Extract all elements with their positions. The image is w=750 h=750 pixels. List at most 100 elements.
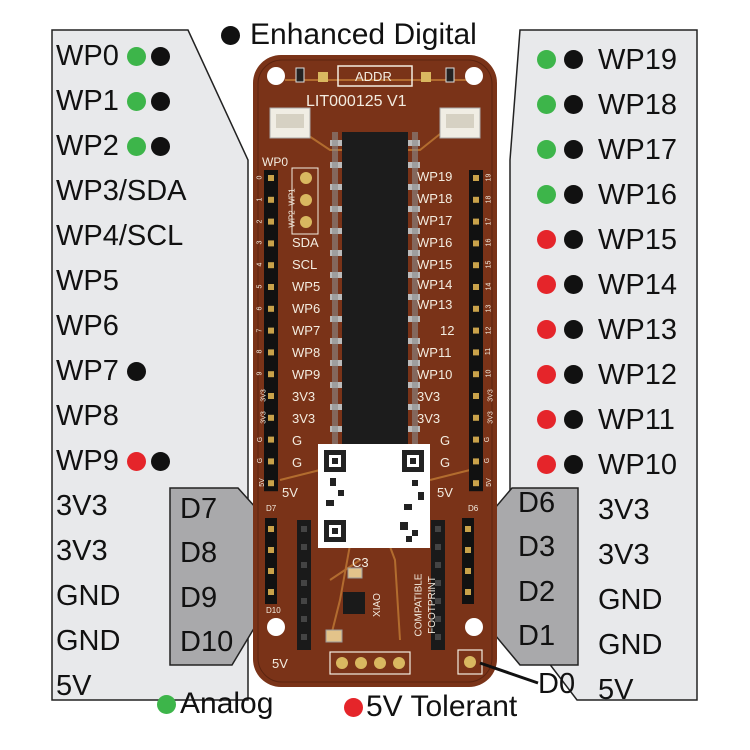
pcb-left-tick: 9 <box>256 371 264 376</box>
left-pin-label: 5V <box>56 670 92 702</box>
pcb-wp0-label: WP0 <box>262 155 289 169</box>
pcb-left-tick: 0 <box>256 175 264 180</box>
left-pin-label: GND <box>56 580 121 612</box>
digital-dot <box>564 185 583 204</box>
socket-hole <box>301 634 307 640</box>
pcb-left-pin-label: 3V3 <box>292 411 316 426</box>
d-header-left <box>265 518 277 604</box>
pcb-right-pin-label: WP16 <box>417 235 453 250</box>
pcb-wp2-label: WP2 <box>287 210 297 228</box>
socket-hole <box>301 562 307 568</box>
tolerant-dot <box>537 365 556 384</box>
title-enhanced-digital: Enhanced Digital <box>250 18 477 51</box>
pcb-left-pin-label: WP7 <box>292 323 321 338</box>
pcb-left-tick: 5V <box>258 478 266 487</box>
header-pin <box>268 349 274 356</box>
header-pin <box>268 393 274 399</box>
d-header-pin <box>465 526 471 532</box>
header-pin <box>268 218 274 225</box>
header-pin <box>473 305 479 312</box>
pcb-left-tick: 8 <box>256 349 264 354</box>
pcb-right-tick: 19 <box>485 173 493 182</box>
pcb-5v-bottom-label: 5V <box>272 656 288 671</box>
header-pin <box>268 480 274 487</box>
right-pin-label: WP17 <box>598 134 677 166</box>
digital-dot <box>564 95 583 114</box>
pcb-right-tick: 12 <box>485 326 493 334</box>
pcb-right-pin-label: WP11 <box>417 345 452 360</box>
header-pin <box>268 262 274 269</box>
digital-dot <box>126 362 146 381</box>
header-pin <box>268 175 274 181</box>
pcb-left-tick: 1 <box>256 197 264 202</box>
pcb-footprint-label: FOOTPRINT <box>426 576 438 634</box>
pcb-right-pin-label: G <box>440 455 451 470</box>
d-label: D9 <box>180 582 218 614</box>
analog-dot <box>537 95 556 114</box>
d-header-pin <box>268 547 274 553</box>
pcb-left-pin-label: G <box>292 455 303 470</box>
pcb-d6-label: D6 <box>468 504 479 513</box>
header-pin <box>473 262 479 269</box>
pcb-wp1-label: WP1 <box>287 188 297 206</box>
analog-legend-label: Analog <box>180 687 274 720</box>
pcb-right-pin-label: WP18 <box>417 191 453 206</box>
analog-legend-dot <box>157 695 176 714</box>
right-pin-header <box>469 170 483 492</box>
pcb-left-tick: 6 <box>256 306 264 311</box>
mounting-hole <box>267 618 285 636</box>
header-pin <box>268 305 274 312</box>
digital-dot <box>564 455 583 474</box>
pcb-left-tick: 3V3 <box>260 389 268 402</box>
pcb-right-tick: 14 <box>485 282 493 291</box>
pcb-right-pin-label: G <box>440 433 451 448</box>
header-pin <box>473 175 479 181</box>
digital-dot <box>564 50 583 69</box>
left-pin-label: WP3/SDA <box>56 175 187 207</box>
digital-dot <box>564 140 583 159</box>
pcb-left-pin-label: WP9 <box>292 367 321 382</box>
pcb-left-tick: 7 <box>256 328 264 333</box>
pcb-compatible-label: COMPATIBLE <box>413 573 425 637</box>
header-pin <box>268 436 274 443</box>
header-pin <box>268 327 274 334</box>
left-pin-label: WP9 <box>56 445 119 477</box>
pcb-right-pin-label: 5V <box>437 485 453 500</box>
pcb-right-pin-label: WP14 <box>417 277 453 292</box>
right-pin-label: 3V3 <box>598 539 650 571</box>
pcb-left-pin-label: WP5 <box>292 279 321 294</box>
pcb-d10-label: D10 <box>266 606 281 615</box>
d-label: D7 <box>180 493 218 525</box>
left-pin-label: WP6 <box>56 310 119 342</box>
header-pin <box>268 458 274 465</box>
pcb-left-tick: 3 <box>256 240 264 245</box>
mounting-hole <box>465 618 483 636</box>
tolerant-dot <box>537 455 556 474</box>
d-label: D2 <box>518 576 556 608</box>
pcb-left-tick: G <box>257 458 265 464</box>
digital-dot <box>564 320 583 339</box>
pcb-left-pin-label: SDA <box>292 235 319 250</box>
d-header-pin <box>465 568 471 574</box>
pcb-left-pin-label: G <box>292 433 303 448</box>
socket-hole <box>435 616 441 622</box>
analog-dot <box>537 140 556 159</box>
analog-dot <box>126 47 146 66</box>
header-pin <box>473 349 479 356</box>
right-pin-label: WP15 <box>598 224 677 256</box>
right-pin-label: WP18 <box>598 89 677 121</box>
pcb-left-tick: 2 <box>256 219 264 224</box>
header-pin <box>268 196 274 203</box>
d0-label: D0 <box>538 668 576 700</box>
pcb-right-tick: 5V <box>485 478 493 487</box>
socket-hole <box>301 544 307 550</box>
left-pin-header <box>264 170 278 492</box>
pcb-right-tick: 11 <box>485 348 493 356</box>
d-header-pin <box>268 568 274 574</box>
left-pin-label: WP8 <box>56 400 119 432</box>
socket-hole <box>301 580 307 586</box>
d-label: D3 <box>518 531 556 563</box>
header-pin <box>473 196 479 203</box>
xiao-header-left <box>297 520 311 650</box>
pcb-right-tick: 10 <box>485 369 493 378</box>
